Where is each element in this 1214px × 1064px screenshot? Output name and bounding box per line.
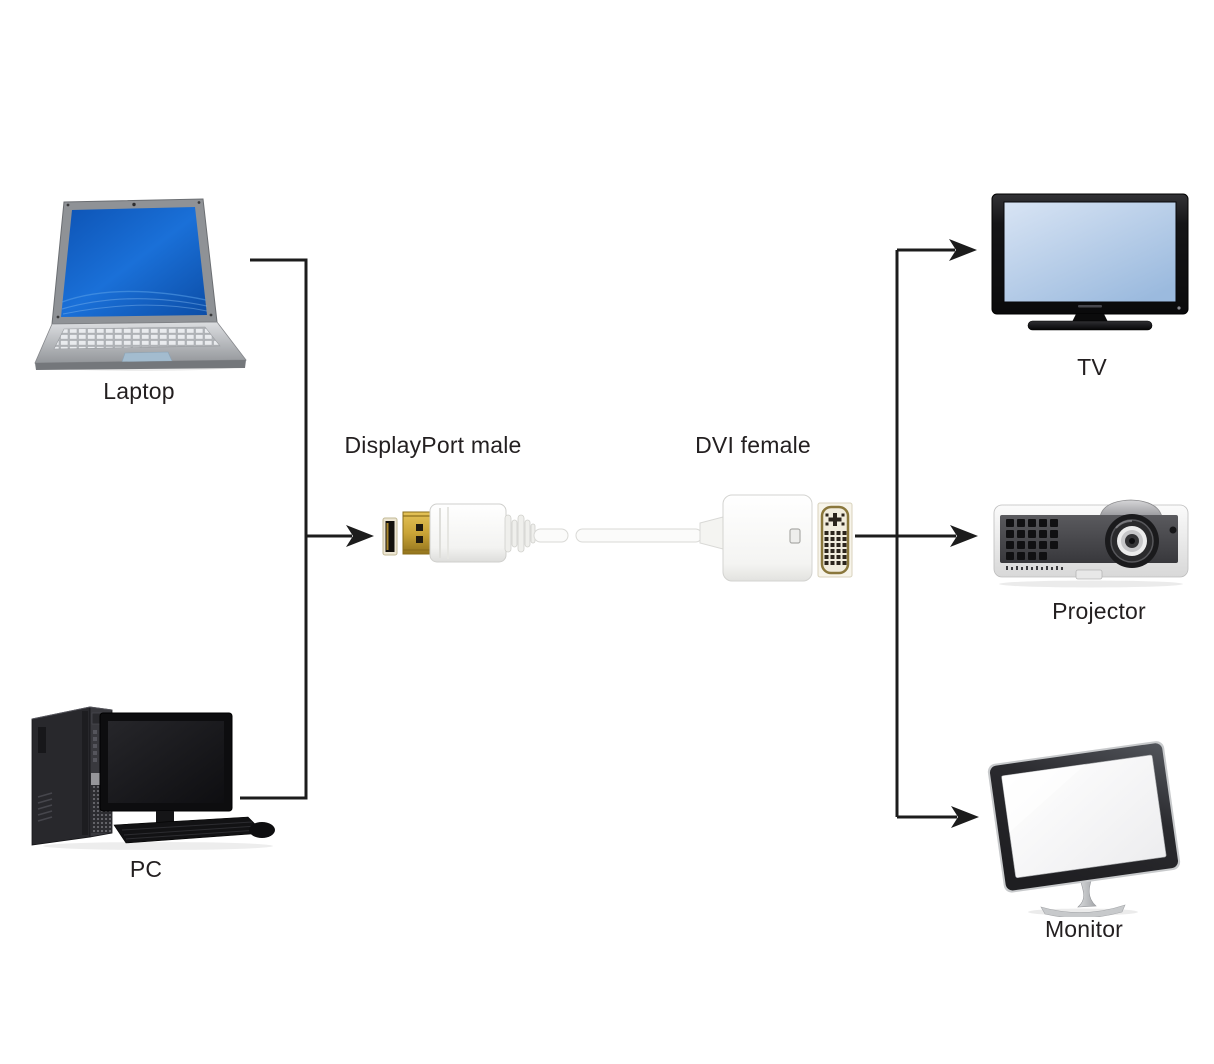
pc-keyboard [113, 816, 265, 844]
laptop-label: Laptop [103, 378, 175, 404]
projector-arrowhead [950, 525, 978, 547]
pc-monitor-screen [108, 721, 224, 803]
front-foot-tab [1075, 569, 1103, 580]
cable-segment-left [533, 528, 569, 543]
laptop-base [34, 321, 247, 370]
monitor-illustration [987, 741, 1181, 917]
pc-illustration [31, 706, 275, 850]
laptop-screen [61, 207, 207, 317]
pc-mouse [249, 822, 275, 838]
laptop-keyboard [53, 326, 221, 350]
adapter-indicator [789, 528, 801, 544]
source-bracket-line [240, 258, 308, 800]
monitor-label: Monitor [1044, 916, 1124, 942]
projector-lens [1105, 514, 1159, 568]
displayport-male-plug [402, 503, 536, 563]
laptop-lid [51, 198, 218, 325]
tv-illustration [991, 193, 1189, 331]
tv-arrowhead [949, 239, 977, 261]
dvi-female-adapter [699, 494, 853, 582]
gold-tip [402, 511, 433, 555]
ir-sensor-dot [1169, 526, 1177, 534]
monitor-arrowhead [951, 806, 979, 828]
plug-body [429, 503, 507, 563]
vent-grille [1006, 519, 1058, 560]
dvi-analog-pins [825, 513, 845, 526]
projector-label: Projector [1052, 598, 1146, 624]
laptop-illustration [34, 198, 247, 371]
strain-relief [504, 514, 536, 553]
monitor-screen-assembly [987, 741, 1181, 893]
pc-monitor [99, 712, 233, 828]
laptop-front-edge [35, 360, 246, 370]
adapter-illustration [382, 494, 853, 582]
pc-shadow [43, 842, 273, 850]
displayport-port-cap [382, 517, 398, 556]
webcam-dot [132, 202, 136, 207]
projector-shadow [999, 580, 1183, 588]
tv-bezel [991, 193, 1189, 315]
dvi-female-label: DVI female [695, 432, 811, 458]
speaker-dots [1006, 566, 1063, 570]
adapter-input-arrowhead [346, 525, 374, 547]
projector-illustration [993, 499, 1189, 588]
tv-neck [1072, 314, 1108, 322]
cable-segment-right [575, 528, 703, 543]
laptop-touchpad [121, 351, 173, 363]
displayport-male-label: DisplayPort male [344, 432, 522, 458]
pc-label: PC [129, 856, 163, 882]
adapter-box [722, 494, 813, 582]
dvi-connector [817, 502, 853, 578]
tv-label: TV [1077, 354, 1107, 380]
monitor-stand [1040, 874, 1126, 917]
dvi-pin-grid [824, 531, 847, 565]
tv-base [1027, 320, 1153, 331]
tv-screen [1003, 201, 1177, 303]
lens-hood [1099, 499, 1163, 518]
